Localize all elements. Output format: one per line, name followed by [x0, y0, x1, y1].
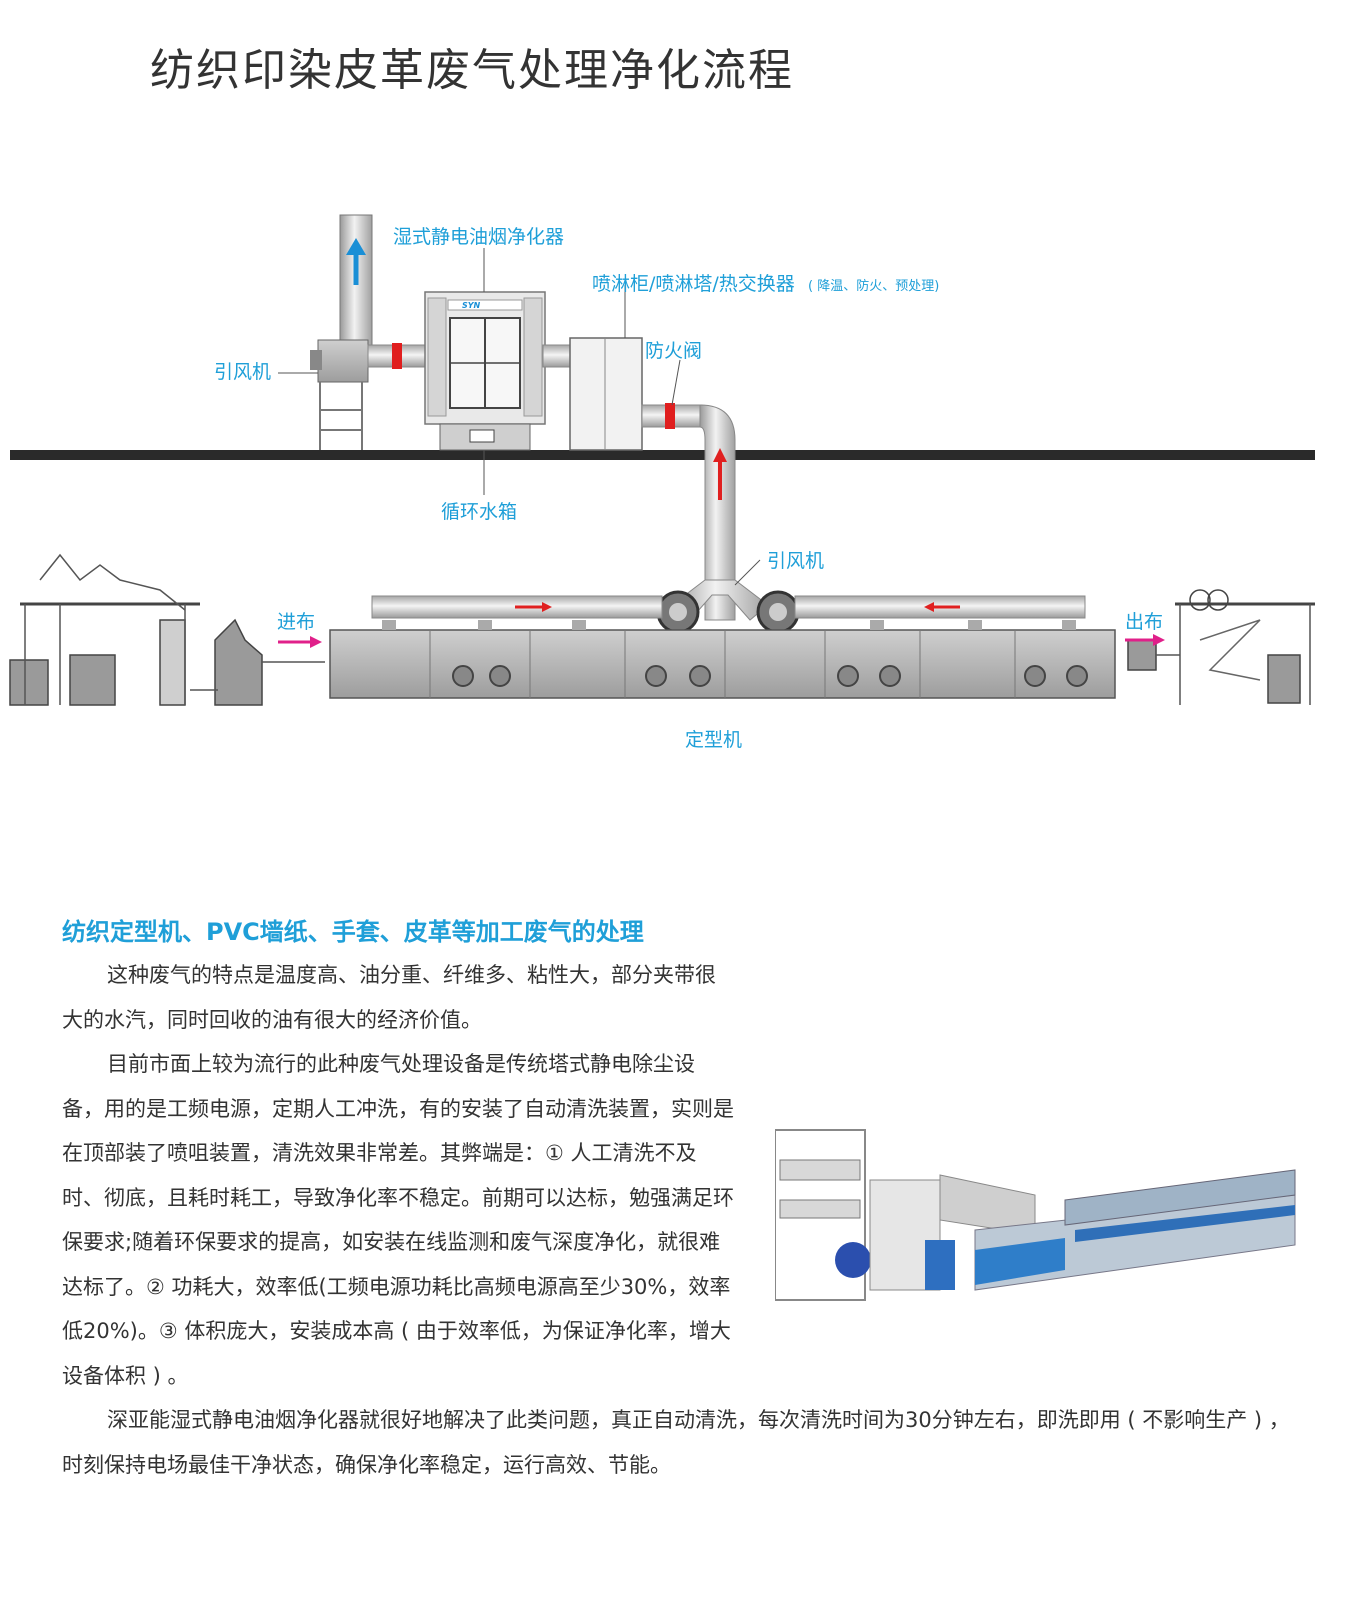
- paragraph-3: 深亚能湿式静电油烟净化器就很好地解决了此类问题，真正自动清洗，每次清洗时间为30…: [62, 1408, 1290, 1477]
- paragraph-1: 这种废气的特点是温度高、油分重、纤维多、粘性大，部分夹带很大的水汽，同时回收的油…: [62, 963, 716, 1032]
- label-spray-note: ( 降温、防火、预处理): [808, 278, 939, 294]
- feed-in-equipment: [9, 553, 325, 706]
- label-spray-cabinet: 喷淋柜/喷淋塔/热交换器: [592, 273, 795, 295]
- floor-slab: [10, 450, 1315, 460]
- feed-out-equipment: [1127, 589, 1315, 705]
- label-fabric-out: 出布: [1125, 611, 1163, 633]
- induced-fan-top: [310, 339, 369, 450]
- label-fan-top: 引风机: [214, 361, 271, 383]
- label-fire-valve: 防火阀: [645, 340, 702, 362]
- description-section: 纺织定型机、PVC墙纸、手套、皮革等加工废气的处理 这种废气的特点是温度高、油分…: [62, 912, 1302, 1487]
- spray-cabinet: [569, 337, 643, 451]
- esp-brand-mark: SYN: [462, 301, 481, 310]
- label-wet-esp: 湿式静电油烟净化器: [393, 226, 564, 248]
- setting-machine: [329, 620, 1116, 699]
- setting-machine-photo: [775, 1129, 1296, 1301]
- section-heading: 纺织定型机、PVC墙纸、手套、皮革等加工废气的处理: [62, 918, 644, 946]
- flange-1: [392, 343, 402, 369]
- page-title: 纺织印染皮革废气处理净化流程: [150, 45, 794, 96]
- label-fabric-in: 进布: [277, 611, 315, 633]
- process-diagram: SYN: [9, 214, 1315, 751]
- paragraph-2: 目前市面上较为流行的此种废气处理设备是传统塔式静电除尘设备，用的是工频电源，定期…: [62, 1052, 734, 1388]
- exhaust-riser: [641, 403, 736, 621]
- flange-fire-valve: [665, 403, 675, 429]
- label-water-tank: 循环水箱: [441, 501, 517, 523]
- label-setting-machine: 定型机: [685, 729, 742, 751]
- chimney: [339, 214, 373, 361]
- label-fan-bottom: 引风机: [767, 550, 824, 572]
- wet-esp-unit: SYN: [424, 291, 546, 451]
